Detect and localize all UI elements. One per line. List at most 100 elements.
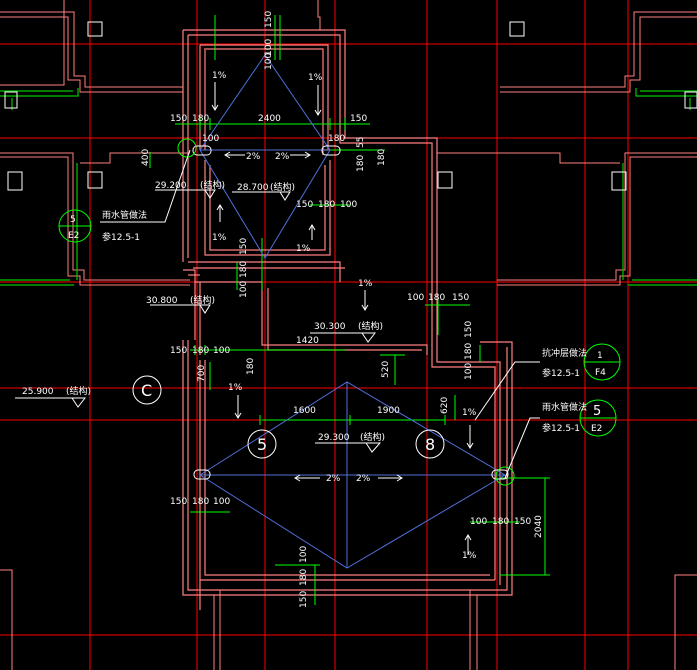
dim-label: 180 [328,134,345,144]
level-note: (结构) [360,431,385,443]
dim-label: 100 [470,517,487,527]
dim-label: 1600 [293,406,316,416]
level-labels: 29.200 (结构) 28.700 (结构) 30.800 (结构) 30.3… [22,179,385,443]
callout-ref: 参12.5-1 [542,422,580,434]
slope-label: 1% [462,551,477,561]
axis-bubble-8 [415,429,445,459]
bubble-text: E2 [591,424,602,434]
dim-label: 180 [239,261,249,278]
axis-bubble-c [132,375,162,405]
dim-label: 100 [299,546,309,563]
dim-label: 100 [407,293,424,303]
callout-title: 抗冲层做法 [542,347,587,359]
dim-label: 180 [192,346,209,356]
axis-label: C [141,381,152,400]
level-value: 30.300 [314,322,346,332]
dim-label: 400 [141,149,151,166]
slope-labels: 1% 1% 2% 2% 1% 1% 1% 1% 1% 2% 2% 1% [212,71,477,561]
level-marks [15,189,382,453]
drains [192,145,509,480]
neighbour-parapets [0,88,697,286]
bubble-labels: 5 E2 1 F4 5 E2 C 5 8 [68,215,606,454]
level-note: (结构) [66,385,91,397]
axis-label: 5 [257,435,267,454]
slope-label: 2% [326,474,341,484]
axis-label: 8 [425,435,435,454]
window-marks [4,21,697,191]
dim-label: 100 [340,200,357,210]
dim-label: 180 [192,497,209,507]
drain-icon [491,469,509,480]
callout-ref: 参12.5-1 [102,231,140,243]
dimension-labels: 150 100 100 150 180 100 2400 150 180 55 … [141,11,544,608]
dim-label: 100 [202,134,219,144]
dim-label: 150 [296,200,313,210]
dim-label: 100 [264,39,274,56]
slope-label: 1% [462,408,477,418]
dim-label: 520 [381,361,391,378]
callout-ref: 参12.5-1 [542,367,580,379]
dim-label: 150 [514,517,531,527]
detail-bubble-1 [58,209,92,243]
callout-leaders [100,149,540,479]
window-mark [509,21,525,37]
dim-label: 180 [246,358,256,375]
dim-label: 100 [264,53,274,70]
dim-label: 620 [440,397,450,414]
dim-label: 100 [239,281,249,298]
callout-title: 雨水管做法 [542,401,587,413]
dim-label: 2040 [534,515,544,538]
level-note: (结构) [270,181,295,193]
dim-label: 180 [192,114,209,124]
level-value: 29.300 [318,433,350,443]
dimension-lines [149,15,550,605]
level-value: 29.200 [155,181,187,191]
dim-label: 150 [170,497,187,507]
window-mark [7,171,23,191]
detail-bubble-2 [583,343,621,381]
dim-label: 150 [264,11,274,28]
slope-lines [199,54,506,569]
window-mark [4,91,18,109]
dim-label: 100 [213,497,230,507]
dim-label: 150 [452,293,469,303]
slope-label: 2% [356,474,371,484]
slope-label: 1% [358,279,373,289]
bubble-text: 5 [70,215,76,225]
dim-label: 700 [197,365,207,382]
dim-label: 100 [464,363,474,380]
slope-label: 1% [308,73,323,83]
drain-icon [321,145,341,156]
dim-label: 180 [299,569,309,586]
slope-label: 1% [228,383,243,393]
dim-label: 180 [492,517,509,527]
dim-label: 180 [356,155,366,172]
bubble-text: 5 [593,404,601,419]
level-note: (结构) [358,320,383,332]
dim-label: 180 [377,149,387,166]
bubble-text: E2 [68,231,79,241]
dim-label: 150 [464,321,474,338]
window-mark [684,91,697,109]
dim-label: 2400 [258,114,281,124]
drain-icon [193,469,211,480]
callout-title: 雨水管做法 [102,209,147,221]
detail-bubble-3 [579,399,617,437]
window-mark [87,21,103,37]
bubble-text: 1 [597,351,603,361]
window-mark [87,171,103,189]
level-note: (结构) [190,294,215,306]
roof-walls [182,29,513,610]
drain-ring [495,466,515,486]
drain-ring [177,138,197,158]
slope-label: 1% [296,244,311,254]
dim-label: 150 [350,114,367,124]
dim-label: 180 [318,200,335,210]
level-value: 28.700 [237,183,269,193]
dim-label: 150 [170,346,187,356]
level-value: 25.900 [22,387,54,397]
bubble-text: F4 [595,368,606,378]
slope-label: 1% [212,233,227,243]
